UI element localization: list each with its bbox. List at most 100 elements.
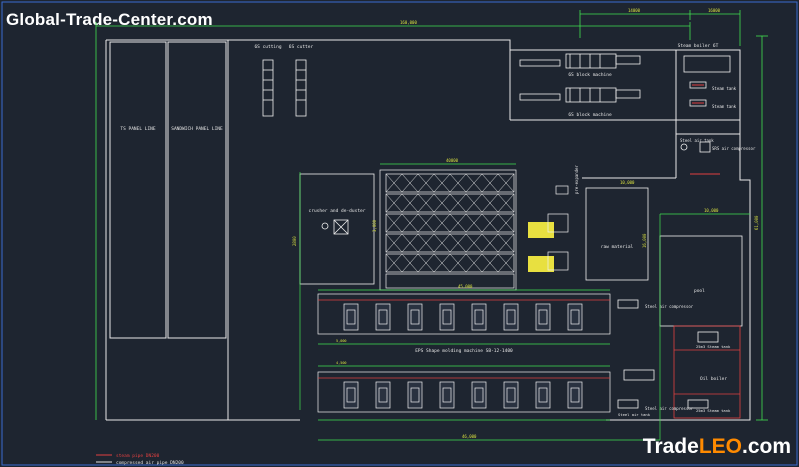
bin-cross-line: [497, 173, 515, 193]
dim-text: 10,000: [704, 208, 719, 213]
bin-cross-line: [481, 253, 499, 273]
molding-machine-mold: [474, 387, 484, 403]
bin-cross-line: [465, 193, 483, 213]
watermark-top: Global-Trade-Center.com: [6, 10, 213, 29]
cutter-label: 6S cutter: [289, 44, 314, 50]
bin-cross-line: [385, 253, 403, 273]
watermark-bottom-part2: LEO: [698, 435, 742, 458]
watermark-bottom-part3: .com: [741, 435, 791, 458]
pre-expanders: [528, 222, 554, 272]
pre-expander-label: pre-expander: [574, 165, 579, 194]
bin-cross-line: [401, 253, 419, 273]
bin-cross-line: [385, 213, 403, 233]
raw-material-box: [585, 187, 649, 281]
bin-cross-line: [401, 193, 419, 213]
shape-molding-label: EPS Shape molding machine SB-12-1400: [415, 348, 513, 354]
bin-cross-line: [465, 253, 483, 273]
dim-text: 3,000: [372, 219, 377, 232]
block-machine-1-label: 6S block machine: [568, 72, 612, 78]
bin-cross-line: [497, 253, 515, 273]
sandwich-panel-line-label: SANDWICH PANEL LINE: [171, 126, 223, 132]
bin-cross-line: [465, 233, 483, 253]
bin-cross-line: [417, 233, 435, 253]
bin-cross-line: [465, 213, 483, 233]
air-compressor-3-label: Steel air compressor: [645, 406, 694, 411]
dimension-texts: 160,000 14000 16000 2800 40000 45,000 10…: [292, 8, 759, 439]
cutting-machines: [262, 59, 307, 117]
air-tank-2-label: Steel air tank: [618, 412, 651, 417]
bin-cross-line: [497, 213, 515, 233]
molding-machine-mold: [410, 309, 420, 325]
bin-cross-line: [465, 173, 483, 193]
molding-machine-mold: [570, 309, 580, 325]
building-outline: [105, 39, 751, 421]
molding-machine-mold: [346, 387, 356, 403]
bin-cross-line: [497, 233, 515, 253]
bin-cross-line: [401, 233, 419, 253]
dim-text: 40000: [446, 158, 459, 163]
bin-cross-line: [449, 233, 467, 253]
molding-machine-mold: [442, 387, 452, 403]
bin-cross-line: [417, 213, 435, 233]
molding-machine-mold: [378, 387, 388, 403]
legend-text: compressed air pipe DN200: [116, 460, 184, 466]
bin-cross-line: [417, 253, 435, 273]
air-compressor-2-label: Steel air compressor: [645, 304, 694, 309]
molding-machines-row-1: [343, 303, 583, 331]
bin-cross-line: [433, 213, 451, 233]
molding-row-1: [317, 293, 611, 335]
bin-cross-line: [401, 173, 419, 193]
dim-text: 45,000: [458, 284, 473, 289]
molding-machine-mold: [538, 387, 548, 403]
molding-machine-mold: [506, 309, 516, 325]
cutting-label: 6S cutting: [254, 44, 281, 50]
bin-cross-line: [433, 233, 451, 253]
bin-cross-line: [449, 173, 467, 193]
dim-text: 16,000: [642, 233, 647, 248]
bin-cross-line: [417, 193, 435, 213]
steam-tank-2-label: Steam tank: [712, 104, 737, 109]
crusher-label: crusher and de-duster: [309, 208, 366, 214]
steam-tank-4-label: 25m3 Steam tank: [696, 408, 731, 413]
block-machines: [519, 53, 641, 103]
dim-text: 4,500: [336, 361, 347, 365]
oil-boiler-label: Oil boiler: [700, 376, 727, 382]
dim-text: 16000: [708, 8, 721, 13]
lower-dimensions: [299, 163, 750, 441]
molding-machine-mold: [346, 309, 356, 325]
bin-cross-line: [449, 253, 467, 273]
bin-cross-line: [433, 193, 451, 213]
dim-text: 5,000: [336, 339, 347, 343]
block-machine-2-label: 6S block machine: [568, 112, 612, 118]
bin-cross-line: [497, 193, 515, 213]
bin-cross-line: [449, 213, 467, 233]
bin-cross-line: [417, 173, 435, 193]
air-compressor-label: SRS air compressor: [712, 146, 756, 151]
legend-text: steam pipe DN200: [116, 453, 160, 459]
dim-text: 160,000: [400, 20, 417, 25]
bin-cross-line: [449, 193, 467, 213]
dim-text: 46,000: [462, 434, 477, 439]
molding-machine-mold: [474, 309, 484, 325]
pool-label: pool: [694, 288, 705, 294]
steam-boiler-label: Steam boiler 6T: [678, 43, 719, 49]
dim-text: 10,000: [620, 180, 635, 185]
molding-machine-mold: [410, 387, 420, 403]
molding-row-2: [317, 371, 611, 413]
storage-bin-crosses: [385, 173, 515, 273]
bin-cross-line: [433, 253, 451, 273]
raw-material-label: raw material: [601, 244, 634, 250]
molding-machines-row-2: [343, 381, 583, 409]
lower-right-equipment: [617, 299, 709, 409]
dim-text: 14000: [628, 8, 641, 13]
watermark-bottom-part1: Trade: [642, 435, 699, 458]
molding-machine-mold: [570, 387, 580, 403]
bin-cross-line: [433, 173, 451, 193]
bin-cross-line: [385, 233, 403, 253]
boiler-area: [680, 55, 731, 153]
bin-cross-line: [481, 173, 499, 193]
crusher-area: [299, 173, 375, 285]
bin-cross-line: [481, 233, 499, 253]
bin-cross-line: [385, 173, 403, 193]
legend: steam pipe DN200 compressed air pipe DN2…: [96, 453, 184, 466]
